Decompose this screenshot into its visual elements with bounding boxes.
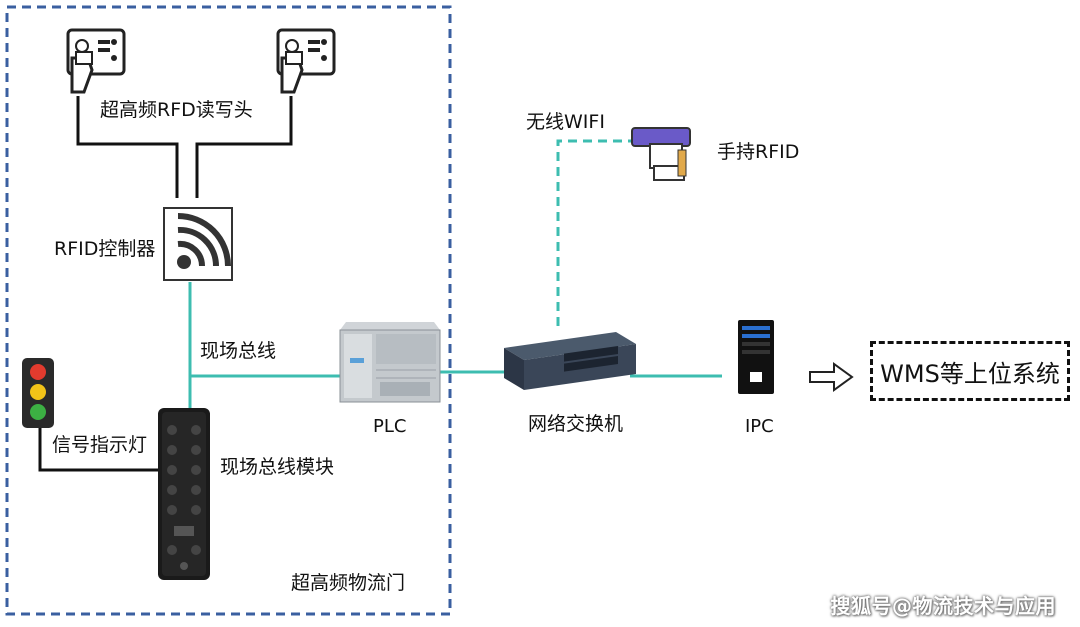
fieldbus-module-label: 现场总线模块 [220, 456, 335, 478]
wifi-link [556, 139, 636, 326]
reader-wires [76, 96, 293, 198]
ipc-icon [738, 320, 774, 394]
fieldbus-lines [188, 282, 722, 412]
switch-label: 网络交换机 [528, 413, 624, 435]
wms-system-box: WMS等上位系统 [870, 341, 1070, 401]
ipc-label: IPC [745, 416, 774, 437]
gate-label: 超高频物流门 [291, 572, 406, 594]
wireless-label: 无线WIFI [526, 111, 605, 133]
arrow-right-icon [809, 362, 854, 392]
handheld-rfid-label: 手持RFID [717, 141, 800, 163]
rfid-controller-label: RFID控制器 [54, 238, 156, 260]
fieldbus-label: 现场总线 [200, 340, 277, 362]
plc-icon [339, 322, 441, 403]
signal-light-label: 信号指示灯 [52, 434, 148, 456]
plc-label: PLC [373, 416, 407, 437]
rfid-reader-icon [276, 28, 336, 94]
signal-light-wire [38, 428, 168, 472]
signal-light-icon [22, 358, 54, 428]
rfid-controller-icon [163, 207, 233, 281]
uhf-reader-label: 超高频RFD读写头 [100, 99, 253, 121]
watermark: 搜狐号@物流技术与应用 [830, 594, 1056, 618]
fieldbus-module-icon [158, 408, 210, 580]
wms-system-label: WMS等上位系统 [880, 359, 1060, 388]
rfid-reader-icon [66, 28, 126, 94]
network-switch-icon [504, 332, 636, 390]
handheld-rfid-icon [631, 127, 691, 181]
